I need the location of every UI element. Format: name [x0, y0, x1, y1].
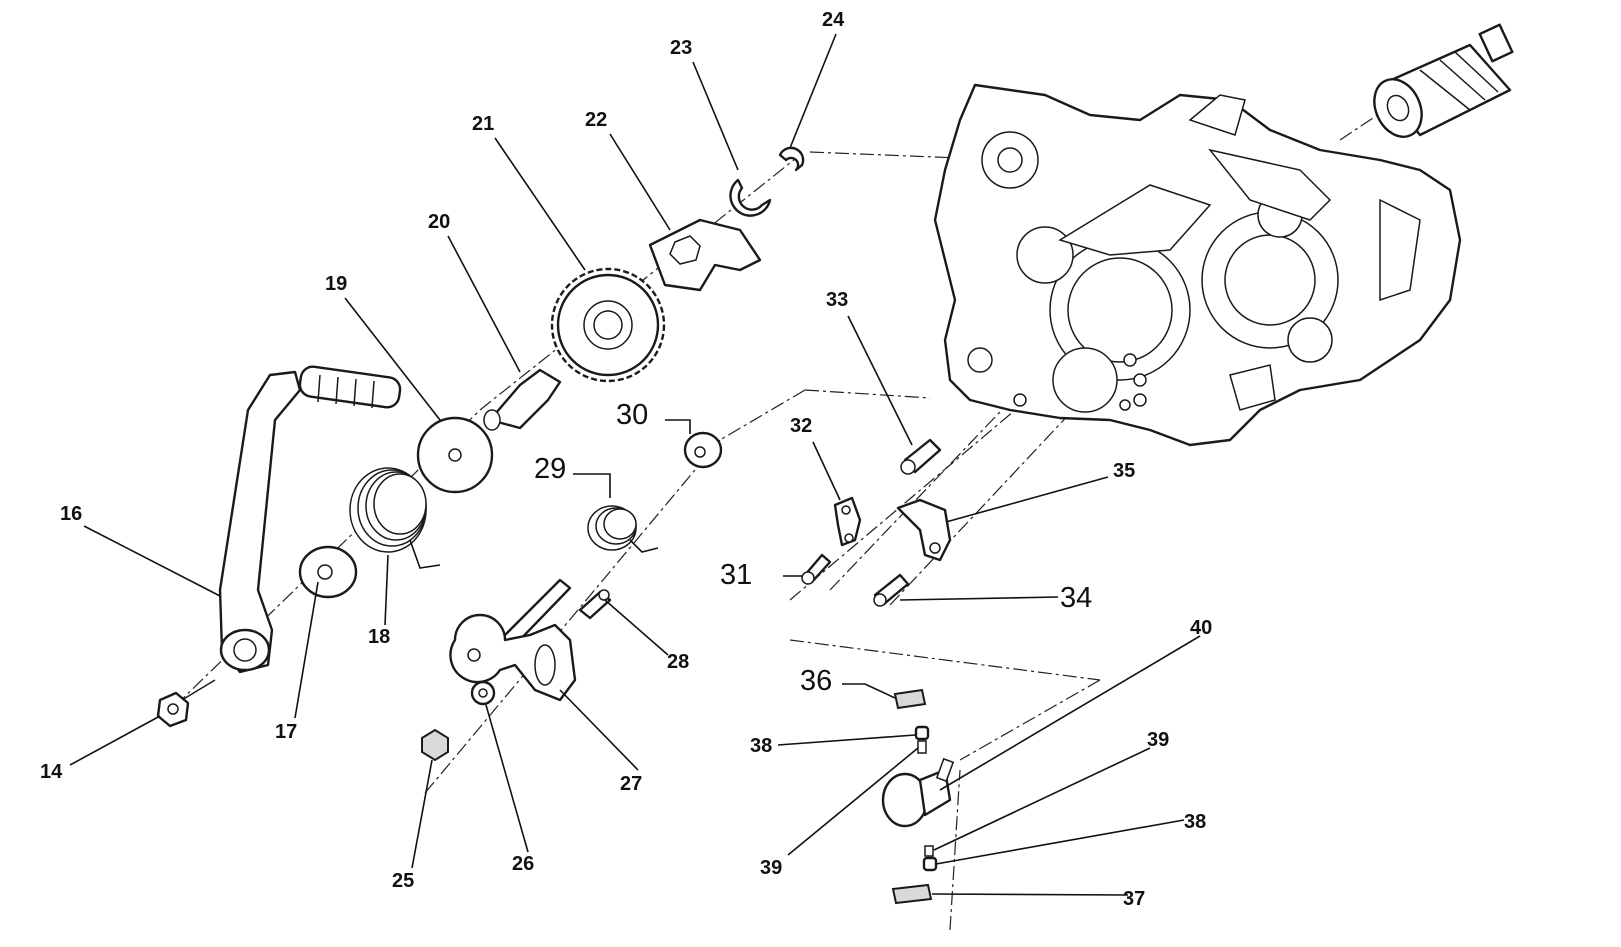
- callout-33: 33: [826, 289, 848, 311]
- callout-20: 20: [428, 211, 450, 233]
- callout-31: 31: [720, 559, 752, 591]
- part-23-circlip: [729, 178, 772, 217]
- callout-28: 28: [667, 651, 689, 673]
- callout-22: 22: [585, 109, 607, 131]
- callout-40: 40: [1190, 617, 1212, 639]
- callout-27: 27: [620, 773, 642, 795]
- part-17-washer: [298, 545, 358, 599]
- callout-14: 14: [40, 761, 63, 783]
- callout-25: 25: [392, 870, 414, 892]
- callout-35: 35: [1113, 460, 1135, 482]
- callout-32: 32: [790, 415, 812, 437]
- callout-17: 17: [275, 721, 297, 743]
- callout-30: 30: [616, 399, 648, 431]
- part-29-spring: [587, 505, 659, 553]
- part-32-pawl: [833, 496, 862, 547]
- callout-34: 34: [1060, 582, 1092, 614]
- part-38-detent-upper: [914, 725, 930, 754]
- part-40-selector: [881, 757, 955, 828]
- callout-36: 36: [800, 665, 832, 697]
- part-19-plate-washer: [416, 416, 494, 494]
- callout-39-lower: 39: [760, 857, 782, 879]
- part-34-bolt: [873, 573, 910, 607]
- part-36-pad: [893, 688, 927, 710]
- part-20-kickstart-shaft: [483, 368, 562, 431]
- part-33-stud: [900, 438, 942, 475]
- part-31-screw: [801, 553, 832, 585]
- shift-drum: [1373, 23, 1514, 138]
- callout-26: 26: [512, 853, 534, 875]
- callout-19: 19: [325, 273, 347, 295]
- part-30-bushing: [683, 431, 723, 469]
- part-14-bolt: [156, 679, 216, 728]
- callout-24: 24: [822, 9, 845, 31]
- part-27-shift-shaft: [449, 578, 577, 702]
- callout-labels: 14 16 17 18 19 20 21 22 23 24 25 26 27 2…: [40, 9, 1212, 910]
- callout-23: 23: [670, 37, 692, 59]
- part-24-clip: [778, 146, 805, 172]
- crankcase-half: [933, 83, 1462, 447]
- callout-39-upper: 39: [1147, 729, 1169, 751]
- part-18-return-spring: [349, 467, 441, 569]
- callout-16: 16: [60, 503, 82, 525]
- part-38-detent-lower: [922, 845, 938, 872]
- part-16-kickstart-lever: [218, 365, 402, 674]
- callout-37: 37: [1123, 888, 1145, 910]
- callout-38-upper: 38: [750, 735, 772, 757]
- callout-21: 21: [472, 113, 494, 135]
- part-25-nut: [421, 728, 449, 762]
- part-22-ratchet-plate: [648, 218, 762, 292]
- part-37-pad: [891, 883, 933, 905]
- part-26-washer: [470, 680, 496, 706]
- leader-lines: [69, 33, 1201, 896]
- callout-29: 29: [534, 453, 566, 485]
- part-35-cam-plate: [896, 498, 952, 562]
- part-21-kickstart-gear: [550, 267, 666, 383]
- callout-38-lower: 38: [1184, 811, 1206, 833]
- callout-18: 18: [368, 626, 390, 648]
- part-28-pin: [578, 589, 612, 620]
